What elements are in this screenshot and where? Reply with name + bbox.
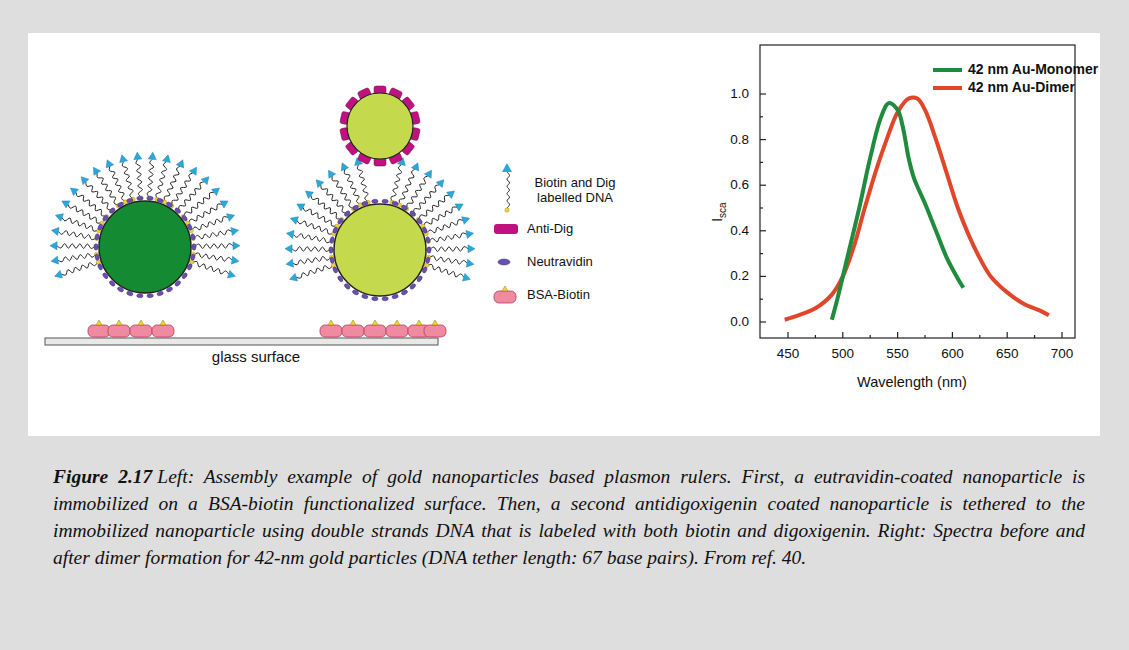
monomer-curve — [832, 103, 964, 320]
monomer-particle — [50, 152, 240, 298]
surface-label: glass surface — [212, 348, 300, 365]
tick-label: 700 — [1051, 346, 1074, 362]
anti-dig-particle — [340, 86, 421, 166]
tick-label: 550 — [886, 346, 909, 362]
glass-slide — [45, 338, 438, 345]
axis-symbol: I — [708, 218, 725, 222]
legend-text: Anti-Dig — [527, 222, 573, 237]
tick-label: 600 — [941, 346, 964, 362]
figure-caption: Figure 2.17Left: Assembly example of gol… — [53, 463, 1085, 571]
bsa-biotin-layer — [88, 320, 446, 337]
tick-label: 450 — [777, 346, 800, 362]
caption-text: Left: Assembly example of gold nanoparti… — [53, 466, 1085, 568]
assembly-illustration — [45, 86, 518, 345]
legend-text: BSA-Biotin — [527, 288, 590, 303]
tick-label: 0.6 — [730, 177, 749, 193]
legend-text: Biotin and Dig labelled DNA — [525, 176, 625, 206]
legend-text: 42 nm Au-Monomer — [968, 61, 1098, 77]
legend-line — [933, 68, 962, 72]
legend-text: Neutravidin — [527, 255, 593, 270]
axis-title: Isca — [708, 202, 729, 222]
tick-label: 650 — [996, 346, 1019, 362]
tick-label: 0.4 — [730, 223, 749, 239]
tick-label: 0.0 — [730, 314, 749, 330]
spectrum-chart — [760, 45, 1075, 338]
tick-label: 1.0 — [730, 86, 749, 102]
figure-number: Figure 2.17 — [53, 466, 152, 487]
tick-label: 500 — [832, 346, 855, 362]
dimer-curve — [785, 98, 1049, 320]
tick-label: 0.2 — [730, 268, 749, 284]
legend-line — [933, 86, 962, 90]
axis-subscript: sca — [717, 202, 728, 218]
tick-label: 0.8 — [730, 132, 749, 148]
legend-text: 42 nm Au-Dimer — [968, 79, 1075, 95]
legend-icons — [494, 163, 518, 303]
axis-title: Wavelength (nm) — [857, 374, 967, 391]
bottom-dimer-particle — [285, 158, 475, 301]
